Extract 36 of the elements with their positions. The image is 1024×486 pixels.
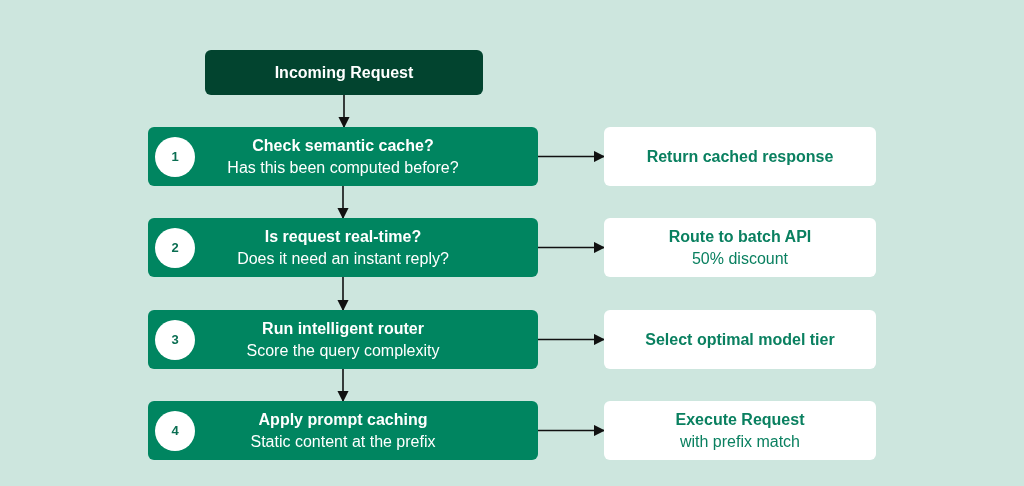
box-title: Return cached response (646, 146, 834, 167)
arrow (537, 333, 606, 346)
box-title: Route to batch API (668, 226, 812, 247)
arrow (337, 185, 349, 220)
arrow (338, 94, 350, 129)
result-box (604, 401, 876, 460)
box-subtitle: Does it need an instant reply? (237, 248, 449, 269)
box-title: Check semantic cache? (252, 135, 434, 156)
step-number: 3 (171, 330, 179, 349)
box-title: Select optimal model tier (645, 329, 835, 350)
box-subtitle: 50% discount (691, 248, 789, 269)
box-subtitle: Score the query complexity (246, 340, 440, 361)
box-title: Incoming Request (274, 62, 414, 83)
start-box (205, 50, 483, 95)
box-subtitle: Has this been computed before? (227, 157, 459, 178)
arrow (537, 150, 606, 163)
arrow (537, 241, 606, 254)
box-subtitle: Static content at the prefix (250, 431, 436, 452)
step-number: 2 (171, 238, 179, 257)
step-number: 1 (171, 147, 179, 166)
box-title: Run intelligent router (262, 318, 424, 339)
arrow (337, 276, 349, 312)
result-box (604, 310, 876, 369)
process-box (148, 401, 538, 460)
box-title: Execute Request (675, 409, 805, 430)
box-title: Is request real-time? (264, 226, 422, 247)
process-box (148, 310, 538, 369)
result-box (604, 218, 876, 277)
result-box (604, 127, 876, 186)
process-box (148, 127, 538, 186)
arrow (337, 368, 349, 403)
step-number: 4 (171, 421, 179, 440)
process-box (148, 218, 538, 277)
arrow (537, 424, 606, 437)
box-subtitle: with prefix match (679, 431, 800, 452)
box-title: Apply prompt caching (258, 409, 428, 430)
